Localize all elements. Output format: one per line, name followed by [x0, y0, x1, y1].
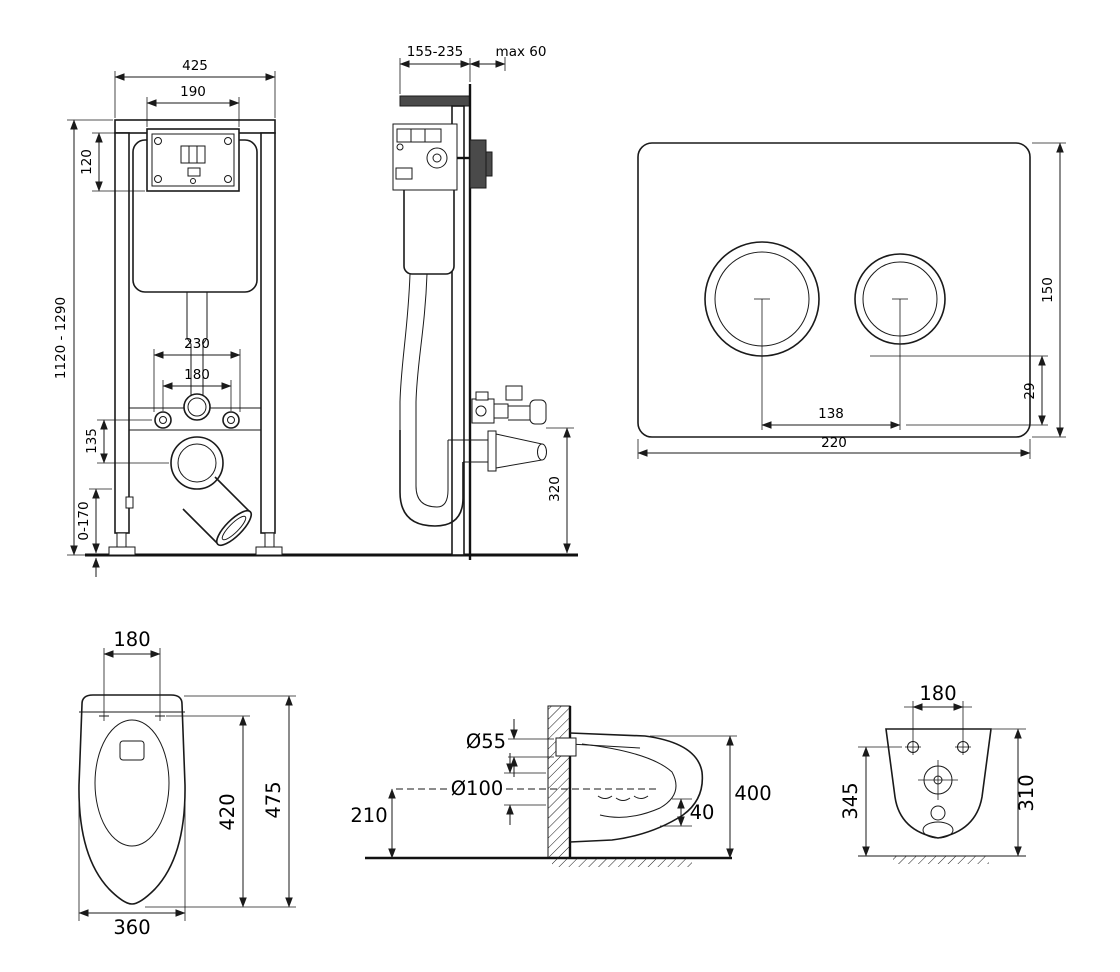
left-stud: [154, 411, 172, 429]
wall-bracket: [469, 139, 487, 189]
access-window: [146, 128, 240, 192]
dim-drain-height: 320: [546, 427, 574, 554]
dim-label: Ø55: [466, 730, 506, 753]
dim-label: 0-170: [76, 501, 92, 540]
drain-trap: [399, 430, 464, 527]
dim-hole-spacing-rear: 180: [904, 682, 972, 739]
dim-label: max 60: [496, 44, 547, 60]
dim-label: 400: [734, 782, 771, 805]
dim-frame-width: 425: [114, 58, 276, 118]
bowl-rim: [94, 719, 170, 847]
drain-outlet-cone: [495, 433, 543, 469]
bowl-top-view: 180 475 420 360: [78, 628, 296, 939]
dim-label: 220: [821, 435, 847, 451]
frame-side-view: 155-235 max 60 320: [392, 44, 574, 560]
dim-label: 120: [79, 149, 95, 175]
dim-label: 150: [1040, 277, 1056, 303]
dim-label: 360: [113, 916, 150, 939]
dim-label: 420: [216, 793, 239, 830]
dim-button-spacing: 138: [761, 406, 901, 429]
dim-bolt-span-outer: 230: [153, 336, 241, 412]
dim-label: 135: [84, 428, 100, 454]
dim-button-offset: 29: [870, 355, 1048, 426]
drain-elbow-end: [215, 509, 253, 547]
bowl-side-view: Ø55 Ø100 210 400 40: [350, 705, 772, 867]
dim-leg-adjustment: 0-170: [76, 488, 112, 577]
frame-left-rail: [114, 132, 130, 534]
dim-hole-spacing-top: 180: [103, 628, 161, 721]
flush-plate: [637, 142, 1031, 438]
dim-label: 180: [919, 682, 956, 705]
dim-label: 40: [690, 801, 715, 824]
dim-access-height: 120: [79, 132, 145, 192]
right-foot-plate: [255, 546, 283, 556]
outlet-rear: [922, 821, 954, 839]
dim-depth-range: 155-235: [399, 44, 471, 94]
dim-label: 138: [818, 406, 844, 422]
flush-plate-view: 138 220 150 29: [637, 142, 1066, 459]
dim-label: 155-235: [407, 44, 463, 60]
dim-label: 230: [184, 336, 210, 352]
dim-label: 310: [1015, 774, 1038, 811]
dim-inlet-diameter: Ø55: [466, 719, 554, 777]
right-stud: [222, 411, 240, 429]
frame-front-view: 425 190 120 1120 - 1290 230 180: [53, 58, 578, 577]
dim-bolt-span-inner: 180: [162, 367, 232, 411]
dim-label: 1120 - 1290: [53, 297, 69, 379]
dim-bowl-inner-length: 420: [166, 715, 250, 908]
dim-label: 475: [262, 781, 285, 818]
left-foot-plate: [108, 546, 136, 556]
dim-plate-width: 220: [637, 435, 1031, 459]
dim-ledge: 40: [660, 798, 715, 827]
frame-right-rail: [260, 132, 276, 534]
dim-label: 29: [1022, 382, 1038, 399]
inlet-connector: [555, 737, 577, 757]
drain-socket: [170, 436, 224, 490]
dim-wall-clearance: max 60: [469, 44, 547, 71]
dim-label: 345: [839, 782, 862, 819]
dim-label: 180: [113, 628, 150, 651]
top-support-bar: [399, 95, 471, 107]
dim-frame-height: 1120 - 1290: [53, 119, 113, 556]
dim-label: 180: [184, 367, 210, 383]
dim-bowl-width: 360: [78, 792, 186, 939]
dim-label: 425: [182, 58, 208, 74]
bowl-rear-view: 180 345 310: [839, 682, 1038, 864]
dim-access-width: 190: [146, 84, 240, 127]
bowl-outline-top: [78, 694, 186, 905]
dim-label: 190: [180, 84, 206, 100]
dim-bowl-length: 475: [145, 695, 296, 908]
flush-opening: [119, 740, 145, 761]
dim-label: 210: [350, 804, 387, 827]
dim-drain-offset: 135: [84, 419, 169, 464]
dim-bowl-height: 400: [650, 735, 772, 859]
dim-label: Ø100: [451, 777, 504, 800]
dim-outlet-height: 210: [350, 788, 396, 859]
wall-section: [547, 705, 571, 859]
dim-rear-right-height: 310: [992, 728, 1038, 857]
bowl-profile: [569, 732, 704, 843]
flush-valve-head: [180, 145, 206, 164]
dim-rear-left-height: 345: [839, 746, 902, 857]
dim-label: 320: [547, 476, 563, 502]
frame-rail-side: [451, 105, 465, 556]
dim-outlet-diameter: Ø100: [448, 753, 546, 825]
dim-plate-height: 150: [1032, 142, 1066, 438]
